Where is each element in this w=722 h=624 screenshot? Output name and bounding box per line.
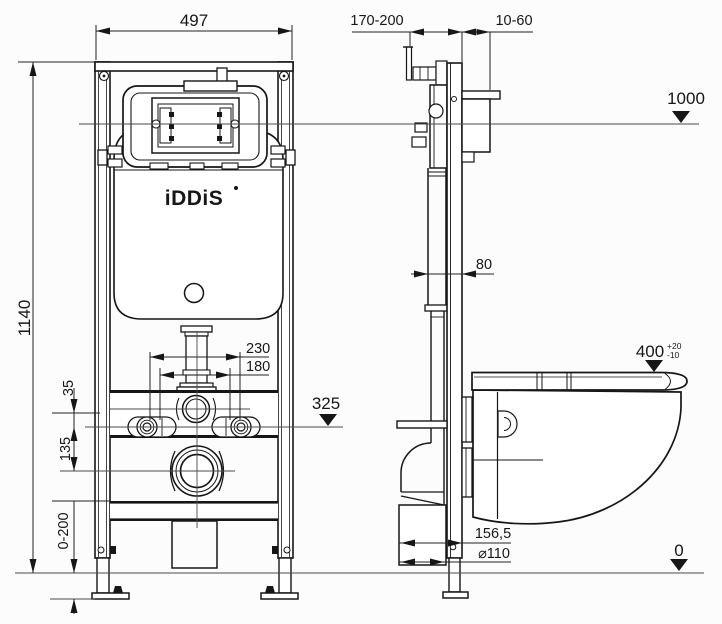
level-marker-0: 0 — [670, 541, 688, 571]
flush-pipe-front — [176, 325, 217, 393]
adjustable-foot-side — [442, 557, 469, 599]
dim-bolt-offsets: 35 135 — [52, 380, 100, 471]
level-marker-1000: 1000 — [667, 89, 705, 123]
dim-label-230: 230 — [246, 341, 270, 357]
brand-trademark-dot — [234, 186, 238, 190]
dim-label-325: 325 — [312, 394, 340, 413]
adjustable-feet — [91, 546, 299, 600]
frame-rails — [94, 61, 294, 559]
dim-label-35: 35 — [61, 380, 77, 396]
dim-label-1000: 1000 — [667, 89, 705, 108]
dim-outlet: 156,5 ⌀110 — [399, 526, 511, 566]
lower-crossband — [110, 501, 278, 569]
dim-leg-adjust: 0-200 — [52, 500, 110, 614]
dim-label-400-plus: +20 — [667, 341, 682, 351]
dim-label-156-5: 156,5 — [475, 526, 511, 542]
cistern-side — [411, 84, 448, 169]
frame-rail-side — [446, 62, 463, 559]
mounting-studs — [461, 396, 473, 498]
dim-frame-width: 497 — [95, 11, 293, 60]
dim-label-80: 80 — [476, 257, 492, 273]
dim-label-10-60: 10-60 — [495, 13, 532, 29]
dim-label-d110: ⌀110 — [478, 546, 510, 562]
dim-pipe-offset: 80 — [411, 257, 494, 278]
dim-label-170-200: 170-200 — [350, 13, 403, 29]
brand-logo: iDDiS — [165, 187, 224, 210]
cover-clips — [97, 145, 296, 168]
bowl-support-arm — [396, 420, 448, 429]
front-view: iDDiS — [91, 61, 299, 600]
drain-elbow — [398, 442, 447, 566]
bowl-mount-detail — [497, 410, 518, 438]
dim-label-180: 180 — [246, 359, 270, 375]
side-view — [396, 46, 688, 599]
dim-label-497: 497 — [180, 11, 208, 30]
dim-label-400: 400 — [636, 342, 664, 361]
dim-label-135: 135 — [58, 437, 74, 461]
dim-label-0-200: 0-200 — [56, 512, 72, 549]
reference-lines — [15, 123, 704, 600]
level-marker-325: 325 — [312, 394, 340, 426]
dim-frame-height: 1140 — [15, 61, 95, 573]
dim-label-0: 0 — [674, 541, 683, 560]
dim-label-400-minus: -10 — [667, 350, 680, 360]
dim-depth-top: 170-200 10-60 — [350, 13, 533, 90]
wall-bracket — [461, 90, 501, 163]
dim-label-1140: 1140 — [15, 300, 34, 337]
dim-bolt-spacing: 230 180 — [149, 341, 270, 420]
flush-pipe-side — [424, 168, 449, 443]
cistern-button-hole — [183, 282, 205, 304]
flush-plate-window — [122, 67, 268, 170]
water-inlet-valve — [403, 46, 448, 86]
toilet-bowl — [471, 371, 688, 525]
mounting-crossband — [110, 390, 278, 438]
level-marker-400: 400 +20 -10 — [636, 341, 682, 372]
